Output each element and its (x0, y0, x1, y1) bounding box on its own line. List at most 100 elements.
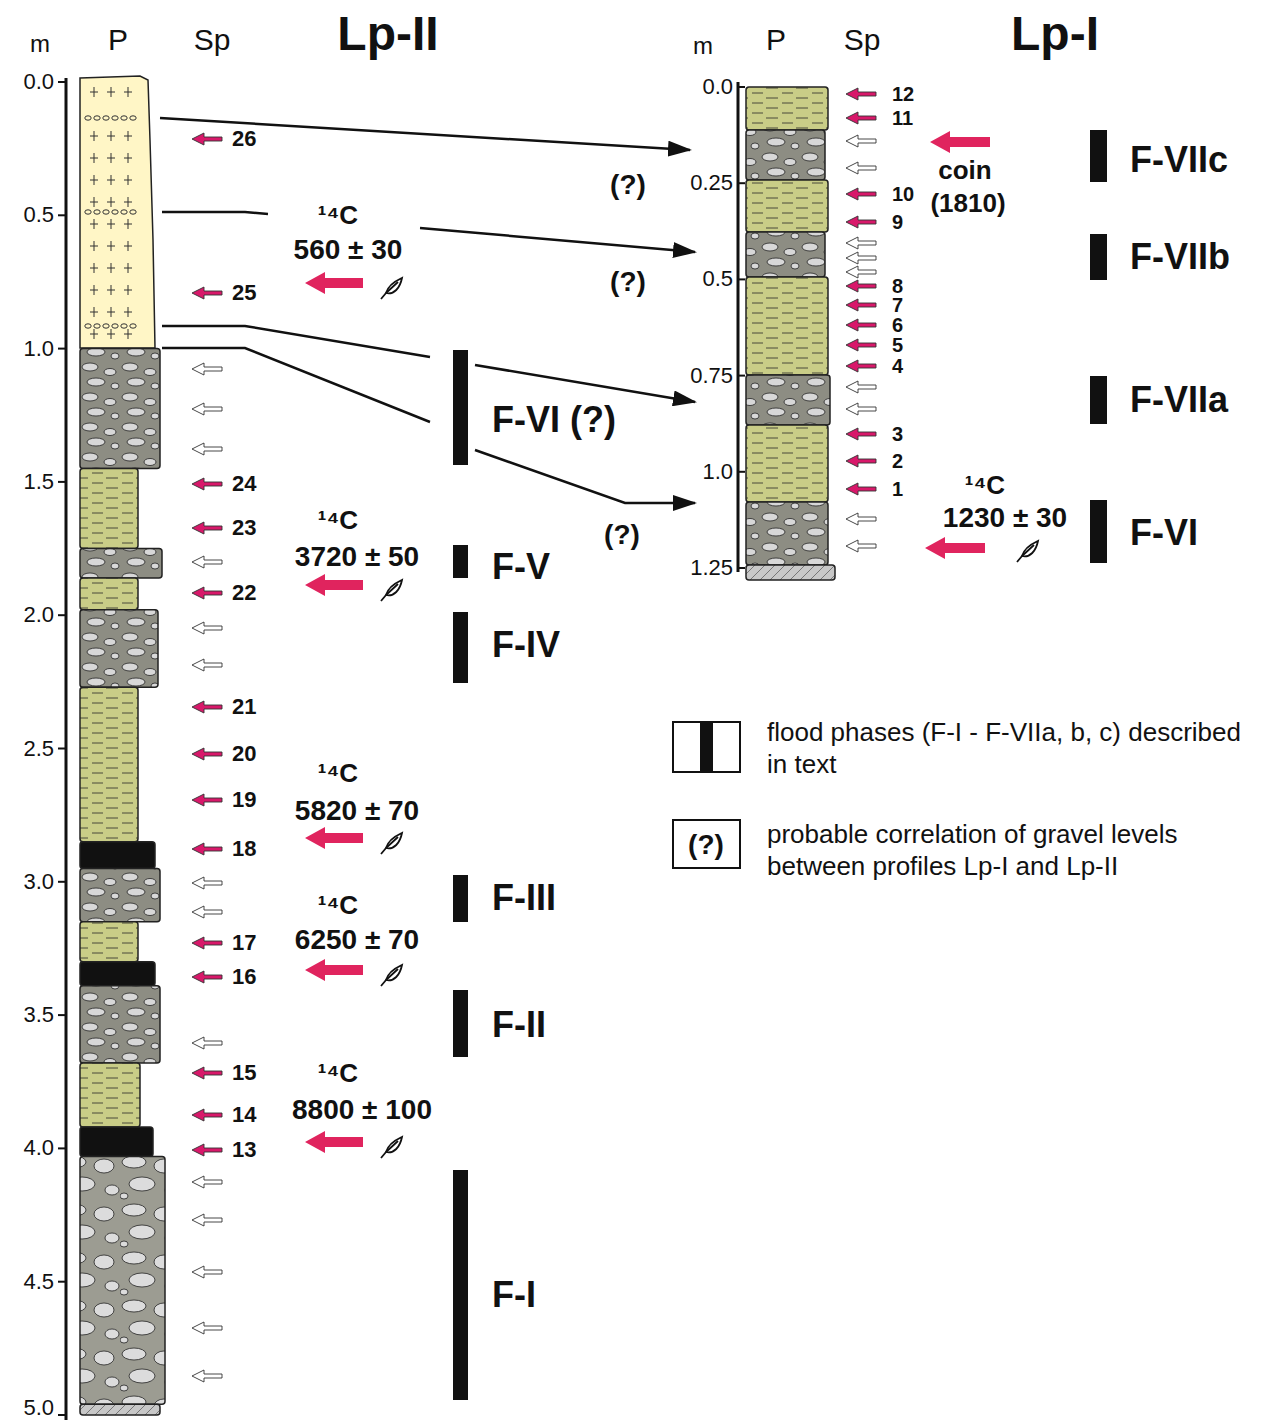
sediment-layer (746, 425, 828, 502)
sample-arrow (192, 522, 222, 534)
axis-tick (738, 86, 745, 88)
phase-bar (453, 350, 468, 465)
depth-label: 1.0 (23, 338, 54, 360)
pebble-symbol (94, 324, 100, 328)
sample-arrow (846, 360, 876, 372)
pebble-symbol (112, 116, 118, 120)
sediment-layer (80, 1404, 160, 1415)
unsampled-arrow (192, 1370, 222, 1382)
sample-number: 19 (232, 789, 256, 811)
correlation-line (475, 365, 695, 402)
sample-number: 17 (232, 932, 256, 954)
sample-number: 16 (232, 966, 256, 988)
dating-arrow (305, 1131, 363, 1153)
loess-symbol (90, 219, 98, 229)
correlation-line (420, 228, 695, 252)
loess-symbol (107, 263, 115, 273)
loess-symbol (107, 285, 115, 295)
legend-symbol-text: (?) (688, 831, 724, 859)
loess-symbol (90, 307, 98, 317)
pebble-symbol (112, 324, 118, 328)
phase-bar (1090, 500, 1107, 563)
phase-label: F-IV (492, 627, 560, 663)
depth-axes (58, 78, 745, 1420)
radiocarbon-mark: ¹⁴C (318, 760, 358, 786)
pebble-symbol (130, 210, 136, 214)
sediment-layer (746, 232, 825, 277)
unsampled-arrow (846, 237, 876, 249)
correlation-line (162, 212, 268, 214)
loess-symbol (90, 153, 98, 163)
unsampled-arrow (846, 162, 876, 174)
unsampled-arrow (192, 403, 222, 415)
axis-tick (58, 1147, 66, 1149)
loess-symbol (90, 263, 98, 273)
profile-title: Lp-II (337, 10, 438, 58)
sediment-layer (80, 1156, 165, 1404)
sample-number: 15 (232, 1062, 256, 1084)
dating-arrow (930, 131, 990, 153)
sample-arrow (192, 587, 222, 599)
correlation-line (162, 348, 430, 422)
legend-box (673, 722, 740, 772)
axis-tick (738, 278, 745, 280)
radiocarbon-date: 8800 ± 100 (292, 1096, 432, 1124)
pebble-symbol (121, 210, 127, 214)
sample-number: 5 (892, 335, 903, 355)
sample-arrow (192, 971, 222, 983)
column-heading: Sp (844, 25, 881, 55)
depth-label: 1.25 (690, 557, 733, 579)
column-heading: P (766, 25, 786, 55)
loess-symbol (90, 175, 98, 185)
unsampled-arrow (846, 403, 876, 415)
correlation-line (160, 118, 690, 150)
depth-label: 1.0 (702, 461, 733, 483)
loess-symbol (107, 241, 115, 251)
axis-tick (58, 881, 66, 883)
phase-bar (1090, 376, 1107, 424)
depth-label: 4.5 (23, 1271, 54, 1293)
axis-tick (58, 1014, 66, 1016)
sample-number: 22 (232, 582, 256, 604)
pebble-symbol (130, 116, 136, 120)
uncertainty-mark: (?) (610, 171, 646, 199)
loess-symbol (124, 307, 132, 317)
axis-tick (58, 614, 66, 616)
legend-samples (673, 722, 740, 868)
sediment-layer (80, 469, 138, 549)
sample-number: 1 (892, 479, 903, 499)
radiocarbon-date: 1230 ± 30 (943, 504, 1067, 532)
sample-number: 10 (892, 184, 914, 204)
sediment-layer (80, 349, 160, 469)
radiocarbon-mark: ¹⁴C (965, 472, 1005, 498)
axis-tick (58, 1281, 66, 1283)
loess-symbol (107, 131, 115, 141)
loess-symbol (107, 307, 115, 317)
pebble-symbol (112, 210, 118, 214)
sample-number: 21 (232, 696, 256, 718)
sample-number: 25 (232, 282, 256, 304)
coin-date: (1810) (930, 190, 1005, 216)
phase-bar (1090, 130, 1107, 182)
radiocarbon-mark: ¹⁴C (318, 507, 358, 533)
sediment-layer (80, 922, 138, 962)
axis-tick (58, 748, 66, 750)
loess-symbol (124, 241, 132, 251)
loess-symbol (124, 87, 132, 97)
sediment-layer (746, 502, 828, 565)
sample-number: 9 (892, 212, 903, 232)
sample-number: 3 (892, 424, 903, 444)
legend-box (673, 820, 740, 868)
sample-arrow (846, 428, 876, 440)
loess-symbol (124, 263, 132, 273)
axis-tick (58, 1414, 66, 1416)
depth-label: 0.25 (690, 172, 733, 194)
sample-number: 2 (892, 451, 903, 471)
sediment-layer (80, 687, 138, 842)
phase-bar (453, 990, 468, 1057)
dating-arrow (305, 827, 363, 849)
loess-symbol (90, 329, 98, 339)
sediment-layer (746, 375, 830, 425)
unsampled-arrow (192, 1266, 222, 1278)
correlation-lines (160, 118, 695, 503)
